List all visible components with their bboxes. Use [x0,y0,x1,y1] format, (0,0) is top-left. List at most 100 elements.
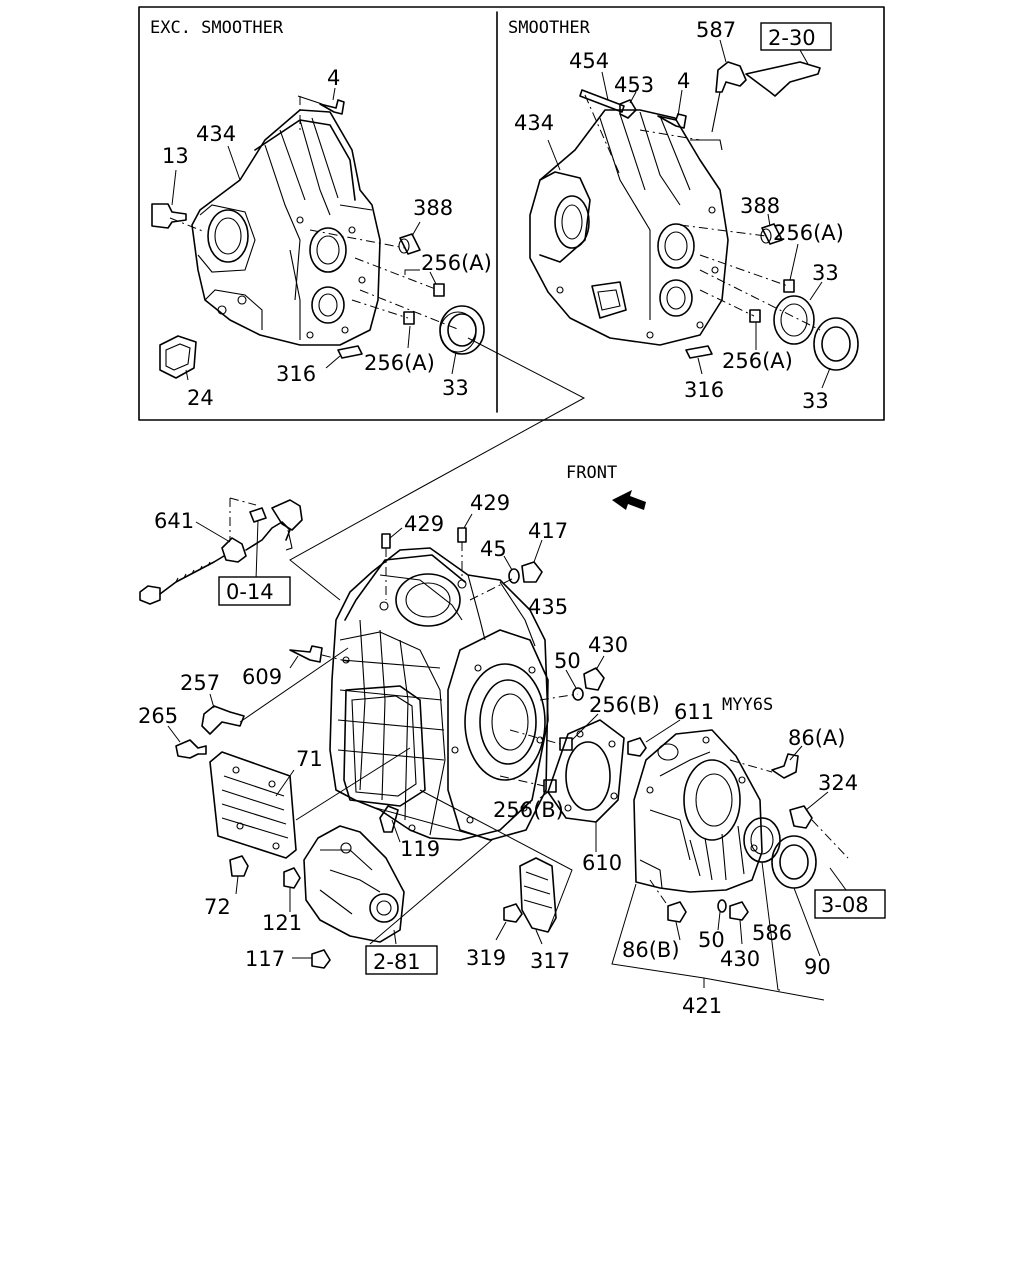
bolt-117 [311,949,331,969]
label-587-right: 587 [696,18,736,42]
label-641: 641 [154,509,194,533]
left-bolt-13 [151,203,187,229]
bolt-72 [229,855,249,877]
label-71: 71 [296,747,323,771]
ref-box-0-14 [218,576,291,606]
label-610: 610 [582,851,622,875]
label-13-left: 13 [162,144,189,168]
label-417: 417 [528,519,568,543]
right-nut-453 [619,99,637,119]
right-stud-454 [579,89,625,113]
ref-label-2-30: 2-30 [768,26,816,50]
label-256a-bot-right: 256(A) [722,349,793,373]
label-324: 324 [818,771,858,795]
label-265: 265 [138,704,178,728]
side-cover-71 [209,751,297,859]
right-hose-2-30 [745,61,821,97]
label-121: 121 [262,911,302,935]
label-117: 117 [245,947,285,971]
front-arrow-icon [612,490,646,510]
label-50-b: 50 [698,928,725,952]
bolt-86a [771,753,799,779]
label-4-right: 4 [677,69,690,93]
front-label: FRONT [566,463,617,483]
rear-cover-421 [633,729,763,893]
label-45: 45 [480,537,507,561]
bolt-324 [789,805,813,829]
stud-119 [379,805,399,833]
label-33-top-right: 33 [812,261,839,285]
bolt-86b [667,901,687,923]
ref-box-2-30 [760,22,832,51]
right-bolt-4 [657,113,687,129]
label-586: 586 [752,921,792,945]
label-256a-top-left: 256(A) [421,251,492,275]
left-bushing-388 [398,233,421,255]
right-dowel-256a-bot [749,309,761,323]
plug-430-a [583,667,605,691]
label-429-b: 429 [470,491,510,515]
transmission-case-435 [329,547,549,841]
label-72: 72 [204,895,231,919]
label-4-left: 4 [327,66,340,90]
label-430-a: 430 [588,633,628,657]
label-453-right: 453 [614,73,654,97]
flange-90 [771,835,817,889]
nut-121 [283,867,301,889]
label-430-b: 430 [720,947,760,971]
label-86a: 86(A) [788,726,845,750]
dowel-429-a [381,533,391,549]
label-256a-top-right: 256(A) [773,221,844,245]
label-434-left: 434 [196,122,236,146]
right-plate-316 [685,345,713,359]
ref-label-3-08: 3-08 [821,893,869,917]
pto-unit-2-81 [303,825,405,943]
bolt-319 [503,903,523,923]
bolt-611 [627,737,647,757]
bolt-609 [289,645,323,663]
label-454-right: 454 [569,49,609,73]
label-50-a: 50 [554,649,581,673]
right-dowel-256a-top [783,279,795,293]
cover-317 [519,857,557,933]
label-609: 609 [242,665,282,689]
label-33-left: 33 [442,376,469,400]
bracket-257 [201,705,245,735]
label-435: 435 [528,595,568,619]
label-388-left: 388 [413,196,453,220]
label-434-right: 434 [514,111,554,135]
label-317: 317 [530,949,570,973]
right-seal-33-bot [813,317,859,371]
right-breather-587 [711,61,747,133]
label-388-right: 388 [740,194,780,218]
label-316-left: 316 [276,362,316,386]
label-316-right: 316 [684,378,724,402]
left-bolt-4 [297,95,345,115]
variant-label: MYY6S [722,695,773,715]
dowel-429-b [457,527,467,543]
label-611: 611 [674,700,714,724]
ref-box-3-08 [814,889,886,919]
label-429-a: 429 [404,512,444,536]
left-dowel-256a-bot [403,311,415,325]
label-24-left: 24 [187,386,214,410]
right-seal-33-top [773,295,815,345]
right-panel-title: SMOOTHER [508,18,591,38]
left-dowel-256a-top [433,283,445,297]
ref-label-0-14: 0-14 [226,580,274,604]
label-256b-top: 256(B) [589,693,660,717]
label-319: 319 [466,946,506,970]
label-33-bot-right: 33 [802,389,829,413]
o-ring-50-a [572,687,584,701]
left-plate-316 [337,345,363,359]
label-421: 421 [682,994,722,1018]
label-256b-bot: 256(B) [493,798,564,822]
left-clutch-housing [191,109,381,346]
plug-430-b [729,901,749,921]
label-257: 257 [180,671,220,695]
label-90: 90 [804,955,831,979]
right-clutch-housing [529,109,729,346]
top-inset-frame [138,6,885,421]
bolt-265 [175,739,207,759]
